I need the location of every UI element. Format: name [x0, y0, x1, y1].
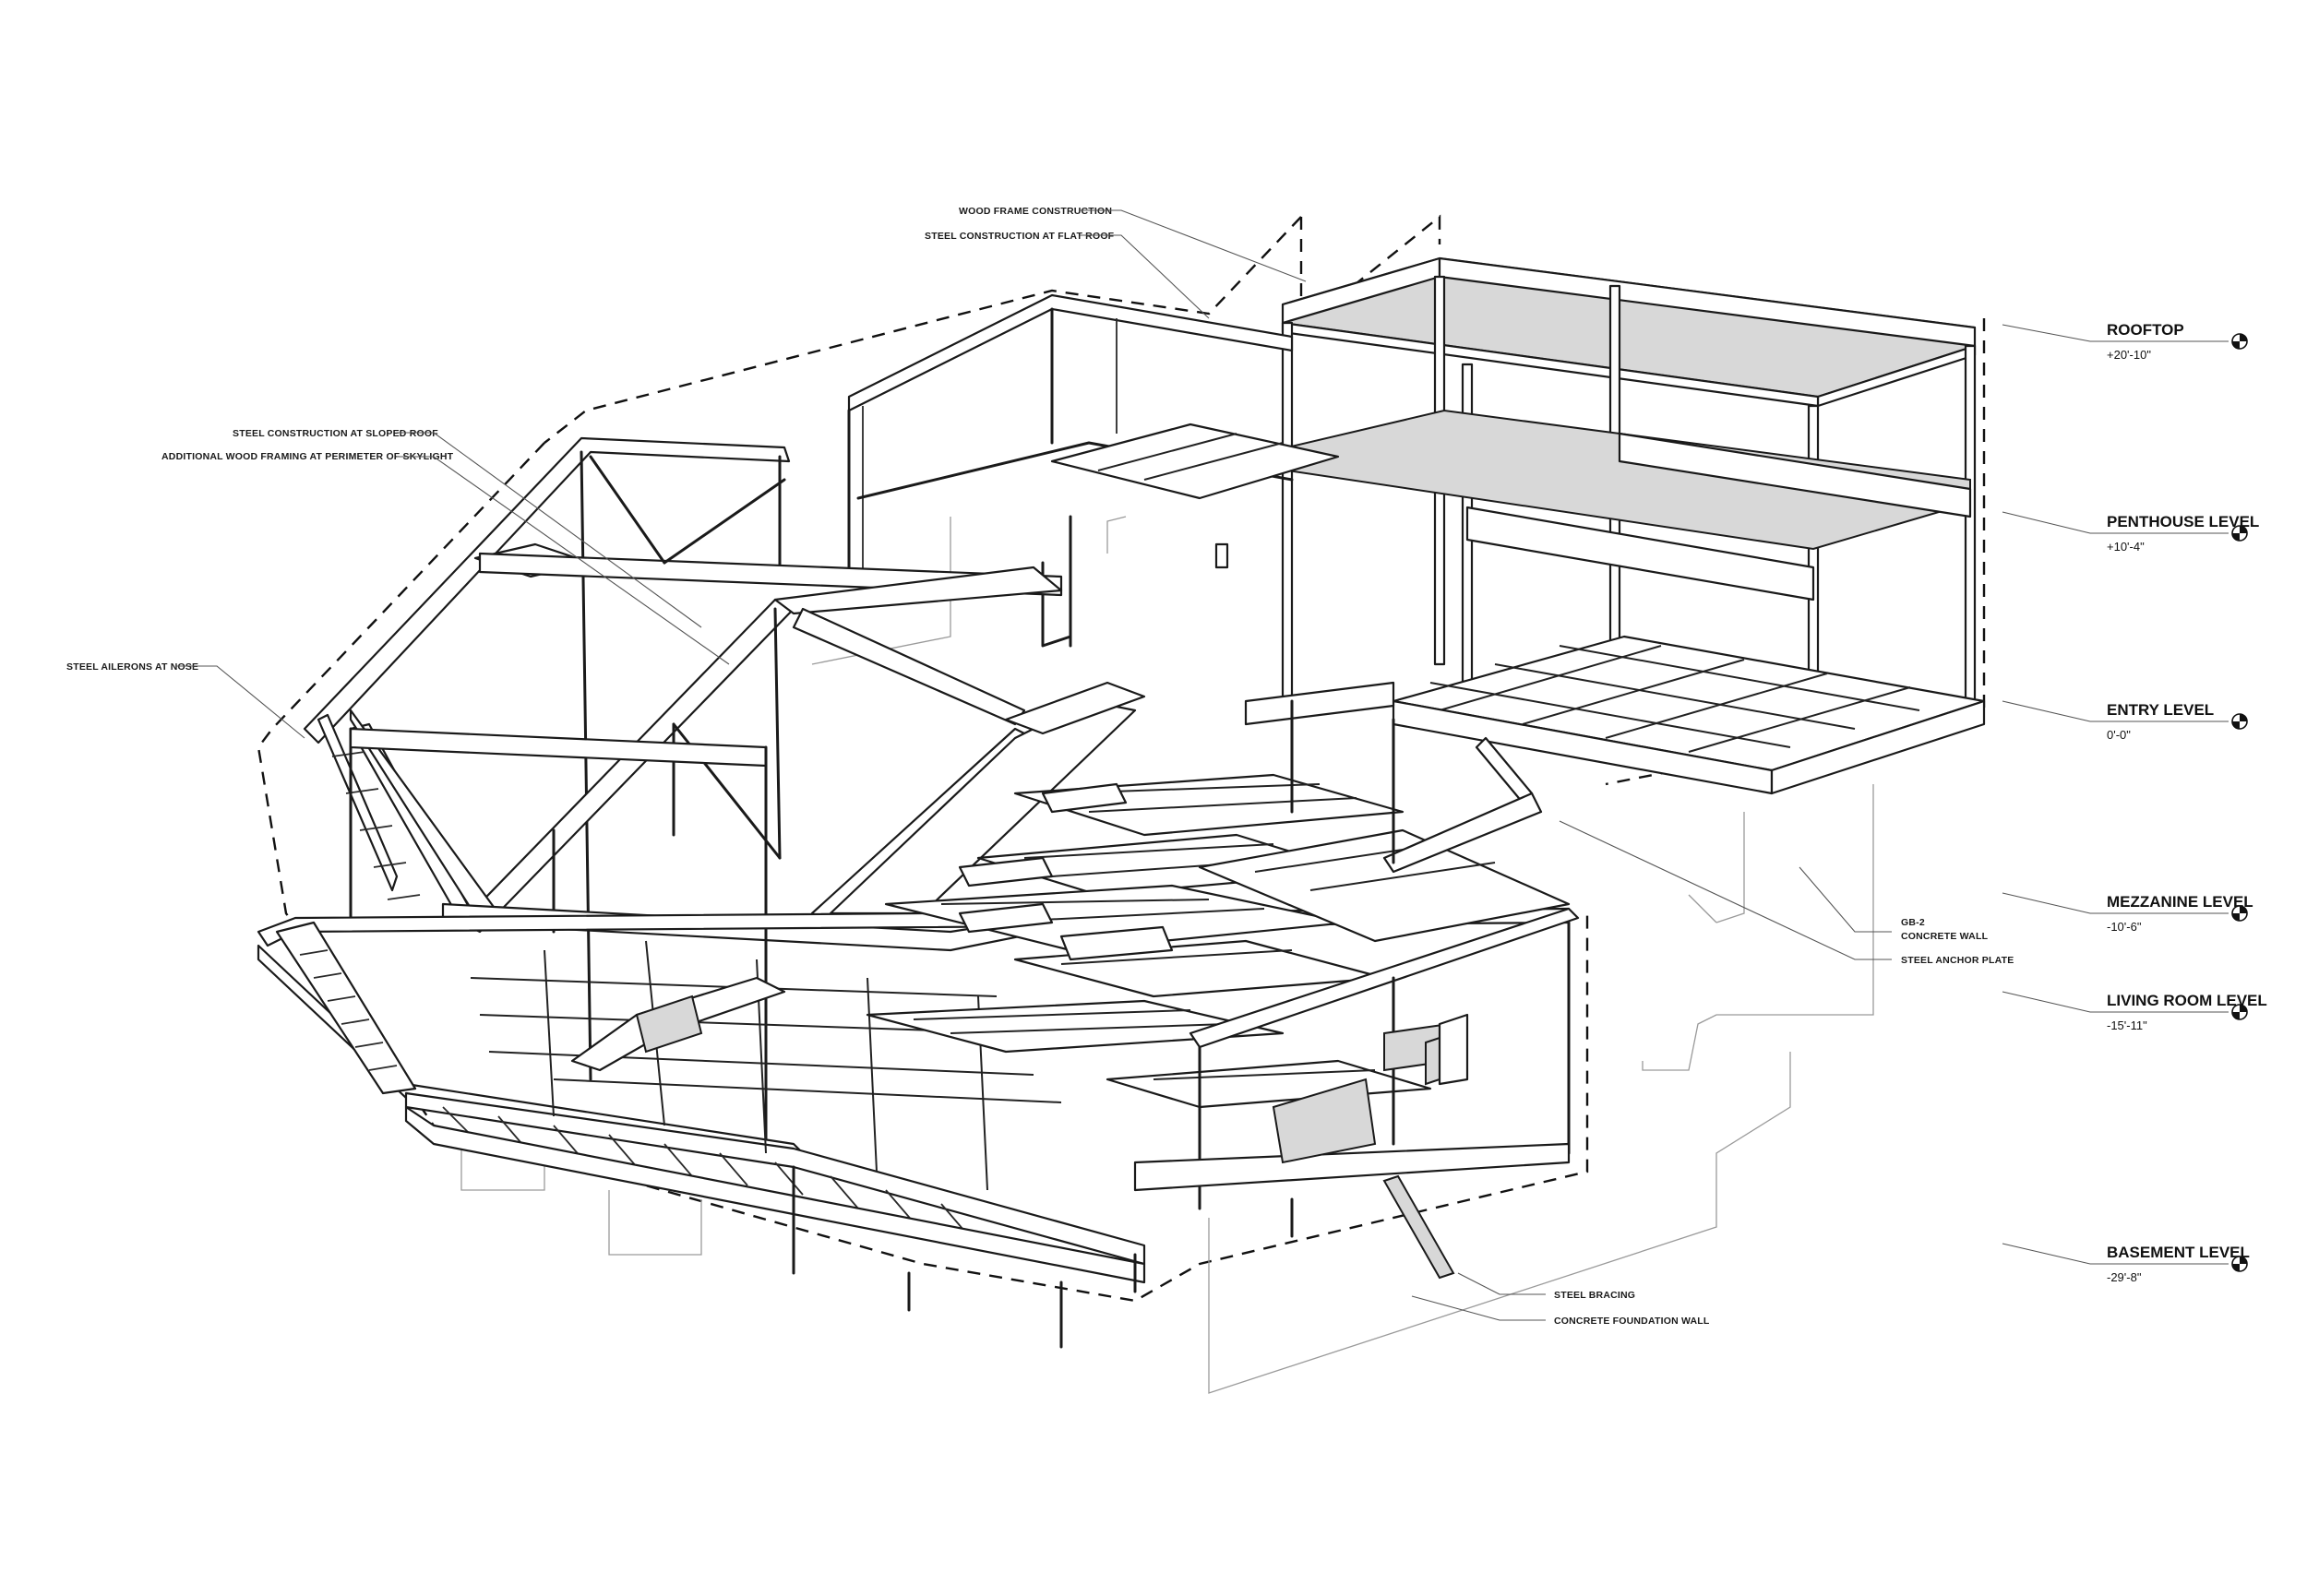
level-name: PENTHOUSE LEVEL — [2107, 513, 2259, 530]
wood-frame-upper — [847, 293, 1340, 648]
note-steel-construction-sloped-roof: STEEL CONSTRUCTION AT SLOPED ROOF — [233, 428, 438, 439]
level-marker-living-room: LIVING ROOM LEVEL -15'-11" — [2002, 991, 2267, 1032]
level-markers: ROOFTOP +20'-10" PENTHOUSE LEVEL +10'-4"… — [2002, 321, 2267, 1284]
level-elevation: -15'-11" — [2107, 1018, 2147, 1032]
level-elevation: +20'-10" — [2107, 348, 2151, 362]
level-elevation: +10'-4" — [2107, 540, 2145, 554]
datum-symbol-icon — [2231, 713, 2248, 730]
datum-symbol-icon — [2231, 333, 2248, 350]
lower-deck-steel-frame — [257, 907, 1571, 1293]
datum-symbol-icon — [2231, 1004, 2248, 1020]
level-marker-rooftop: ROOFTOP +20'-10" — [2002, 321, 2248, 362]
note-steel-construction-flat-roof: STEEL CONSTRUCTION AT FLAT ROOF — [925, 231, 1115, 242]
note-steel-ailerons-nose: STEEL AILERONS AT NOSE — [66, 661, 198, 673]
level-elevation: 0'-0" — [2107, 728, 2131, 742]
datum-symbol-icon — [2231, 905, 2248, 922]
note-wood-frame-construction: WOOD FRAME CONSTRUCTION — [959, 206, 1112, 217]
datum-symbol-icon — [2231, 525, 2248, 542]
level-marker-basement: BASEMENT LEVEL -29'-8" — [2002, 1243, 2250, 1284]
level-name: MEZZANINE LEVEL — [2107, 893, 2253, 911]
level-name: ROOFTOP — [2107, 321, 2184, 339]
note-concrete-wall: CONCRETE WALL — [1901, 931, 1989, 942]
note-gb2: GB-2 — [1901, 917, 1925, 928]
annotation-callouts: WOOD FRAME CONSTRUCTION STEEL CONSTRUCTI… — [66, 206, 2014, 1327]
level-elevation: -29'-8" — [2107, 1270, 2142, 1284]
note-wood-framing-skylight: ADDITIONAL WOOD FRAMING AT PERIMETER OF … — [161, 451, 454, 462]
note-steel-bracing: STEEL BRACING — [1554, 1290, 1635, 1301]
level-name: BASEMENT LEVEL — [2107, 1244, 2250, 1261]
level-marker-penthouse: PENTHOUSE LEVEL +10'-4" — [2002, 511, 2259, 554]
note-steel-anchor-plate: STEEL ANCHOR PLATE — [1901, 955, 2014, 966]
level-name: LIVING ROOM LEVEL — [2107, 992, 2267, 1009]
level-elevation: -10'-6" — [2107, 920, 2142, 934]
level-name: ENTRY LEVEL — [2107, 701, 2214, 719]
datum-symbol-icon — [2231, 1256, 2248, 1272]
level-marker-entry: ENTRY LEVEL 0'-0" — [2002, 700, 2248, 742]
mezzanine-steel-grids — [792, 681, 1580, 1349]
note-concrete-foundation-wall: CONCRETE FOUNDATION WALL — [1554, 1316, 1710, 1327]
penthouse-steel-frame — [1281, 256, 1986, 795]
level-marker-mezzanine: MEZZANINE LEVEL -10'-6" — [2002, 892, 2253, 934]
